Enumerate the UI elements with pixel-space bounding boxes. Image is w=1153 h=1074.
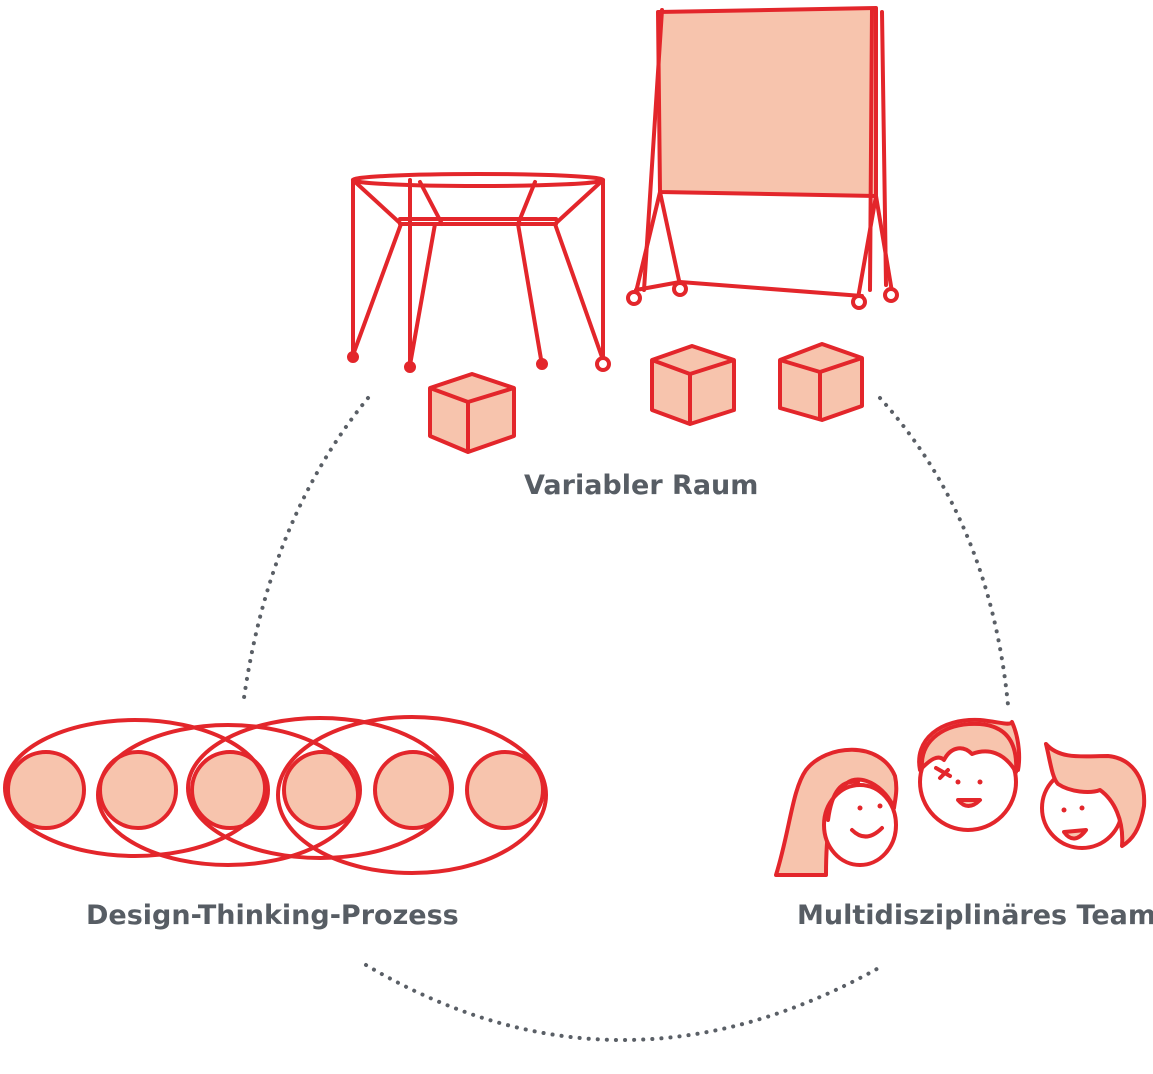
person-icon — [917, 717, 1022, 832]
table-icon — [347, 172, 611, 373]
person-icon — [1040, 742, 1147, 850]
label-multidisziplinaeres-team: Multidisziplinäres Team — [797, 900, 1153, 931]
connector-right — [878, 396, 1010, 707]
process-step — [190, 750, 270, 830]
process-circles-icon — [3, 715, 548, 875]
process-step — [282, 750, 362, 830]
process-step — [465, 750, 545, 830]
cube-icon — [650, 344, 736, 426]
label-design-thinking-prozess: Design-Thinking-Prozess — [86, 900, 459, 931]
whiteboard-icon — [626, 6, 899, 310]
process-step — [6, 750, 86, 830]
label-variabler-raum: Variabler Raum — [524, 470, 759, 501]
person-icon — [774, 747, 899, 877]
dotted-connectors — [241, 396, 1010, 1042]
cube-icon — [778, 342, 864, 422]
cube-icon — [428, 372, 516, 454]
connector-left — [241, 396, 370, 707]
connector-bottom — [364, 963, 886, 1042]
